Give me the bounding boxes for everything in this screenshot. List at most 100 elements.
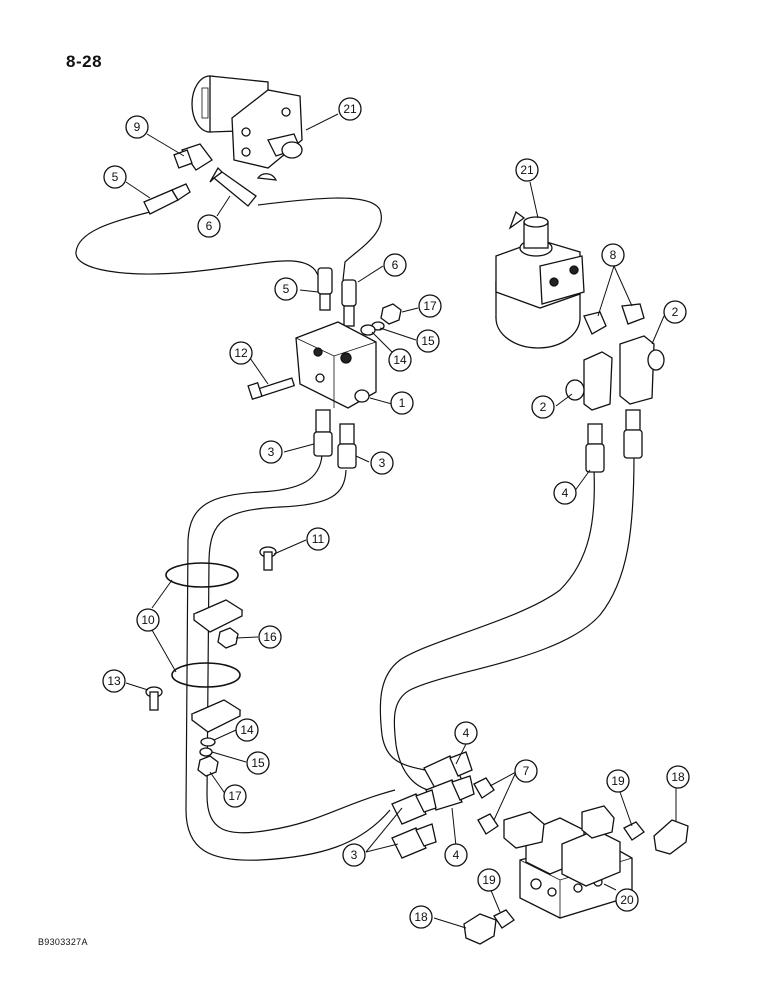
elbow-fitting-9 [173, 143, 213, 171]
hose-clamp-10-lower [171, 662, 242, 733]
washer-15-lower [199, 747, 213, 757]
elbow-fittings-8 [583, 303, 645, 335]
callout-18-upper: 18 [666, 765, 690, 789]
svg-text:7: 7 [523, 764, 530, 778]
hose-upper-loop-a [75, 211, 323, 283]
hydraulic-motor-upper [191, 75, 303, 181]
svg-text:6: 6 [206, 219, 213, 233]
callout-5-valve: 5 [274, 277, 298, 301]
hose-end-4-right-b [623, 409, 643, 459]
callout-4-right: 4 [553, 481, 577, 505]
control-valve-20 [503, 805, 633, 919]
svg-text:4: 4 [453, 848, 460, 862]
callout-9: 9 [125, 115, 149, 139]
callout-14-lower: 14 [235, 718, 259, 742]
callout-14-upper: 14 [388, 348, 412, 372]
svg-text:3: 3 [268, 445, 275, 459]
hose-end-5-upper [143, 183, 191, 215]
svg-text:2: 2 [540, 400, 547, 414]
drawing-code: B9303327A [38, 937, 88, 947]
hydraulic-motor-right [495, 210, 585, 349]
hose-right-a [379, 469, 595, 771]
svg-text:9: 9 [134, 120, 141, 134]
bolt-13 [145, 686, 163, 711]
washer-14-lower [200, 737, 216, 747]
hose-lower-b [206, 469, 396, 834]
svg-text:15: 15 [251, 756, 265, 770]
svg-text:5: 5 [112, 170, 119, 184]
svg-text:11: 11 [312, 532, 325, 546]
callout-21-upper: 21 [338, 97, 362, 121]
svg-text:10: 10 [141, 613, 155, 627]
callout-2-right: 2 [663, 300, 687, 324]
hose-end-4-right-a [585, 423, 605, 473]
callout-19-upper: 19 [606, 769, 630, 793]
callout-12: 12 [229, 341, 253, 365]
elbow-18-lower [463, 913, 497, 945]
callout-11: 11 [306, 527, 330, 551]
elbow-18-upper [653, 819, 689, 855]
callout-13: 13 [102, 669, 126, 693]
nut-17-upper [380, 303, 402, 325]
hose-right-b [393, 454, 635, 791]
svg-text:19: 19 [611, 774, 625, 788]
svg-text:8: 8 [610, 248, 617, 262]
svg-text:4: 4 [562, 486, 569, 500]
page-number: 8-28 [66, 52, 103, 71]
svg-text:14: 14 [240, 723, 254, 737]
callout-3-upper-right: 3 [370, 451, 394, 475]
tee-fitting-2-left [565, 351, 613, 411]
svg-text:21: 21 [520, 163, 534, 177]
callout-19-lower: 19 [477, 868, 501, 892]
nut-16 [217, 627, 239, 649]
callout-3-lower: 3 [342, 843, 366, 867]
bolt-12 [247, 377, 296, 401]
adapter-7-a [473, 777, 495, 799]
callout-21-right: 21 [515, 158, 539, 182]
tee-fitting-2-right [619, 335, 665, 405]
callout-4-lower-upper: 4 [454, 721, 478, 745]
svg-text:20: 20 [620, 893, 634, 907]
bolt-11 [259, 546, 277, 571]
hose-end-3-left [313, 409, 333, 457]
svg-text:13: 13 [107, 674, 121, 688]
hose-end-3-right [337, 423, 357, 469]
callout-7: 7 [514, 759, 538, 783]
hose-upper-loop-b [257, 197, 382, 281]
hose-end-6-upper [209, 166, 257, 207]
nut-17-lower [197, 755, 219, 777]
svg-text:19: 19 [482, 873, 496, 887]
hoses [75, 197, 635, 861]
callout-15-lower: 15 [246, 751, 270, 775]
leader-lines [125, 113, 677, 929]
svg-text:3: 3 [379, 456, 386, 470]
callout-3-upper-left: 3 [259, 440, 283, 464]
washer-14-upper [360, 324, 376, 336]
plug-19-upper [623, 821, 645, 841]
callout-5-upper: 5 [103, 165, 127, 189]
callout-17-upper: 17 [418, 294, 442, 318]
adapter-7-b [477, 813, 499, 835]
svg-text:3: 3 [351, 848, 358, 862]
svg-text:15: 15 [421, 334, 435, 348]
svg-text:17: 17 [228, 789, 242, 803]
plug-19-lower [493, 909, 515, 929]
svg-text:2: 2 [672, 305, 679, 319]
hose-lower-a [185, 454, 391, 861]
svg-text:4: 4 [463, 726, 470, 740]
svg-text:21: 21 [343, 102, 357, 116]
hose-end-5-valve [317, 267, 333, 311]
hose-end-3-lower-b [391, 823, 437, 859]
callout-10: 10 [136, 608, 160, 632]
valve-block-1 [295, 321, 377, 409]
hose-end-6-valve [341, 279, 357, 327]
svg-text:12: 12 [234, 346, 248, 360]
callout-15-upper: 15 [416, 329, 440, 353]
svg-text:5: 5 [283, 282, 290, 296]
callout-18-lower: 18 [409, 905, 433, 929]
callout-2-left: 2 [531, 395, 555, 419]
callout-1: 1 [390, 391, 414, 415]
callout-4-lower: 4 [444, 843, 468, 867]
svg-text:1: 1 [399, 396, 406, 410]
